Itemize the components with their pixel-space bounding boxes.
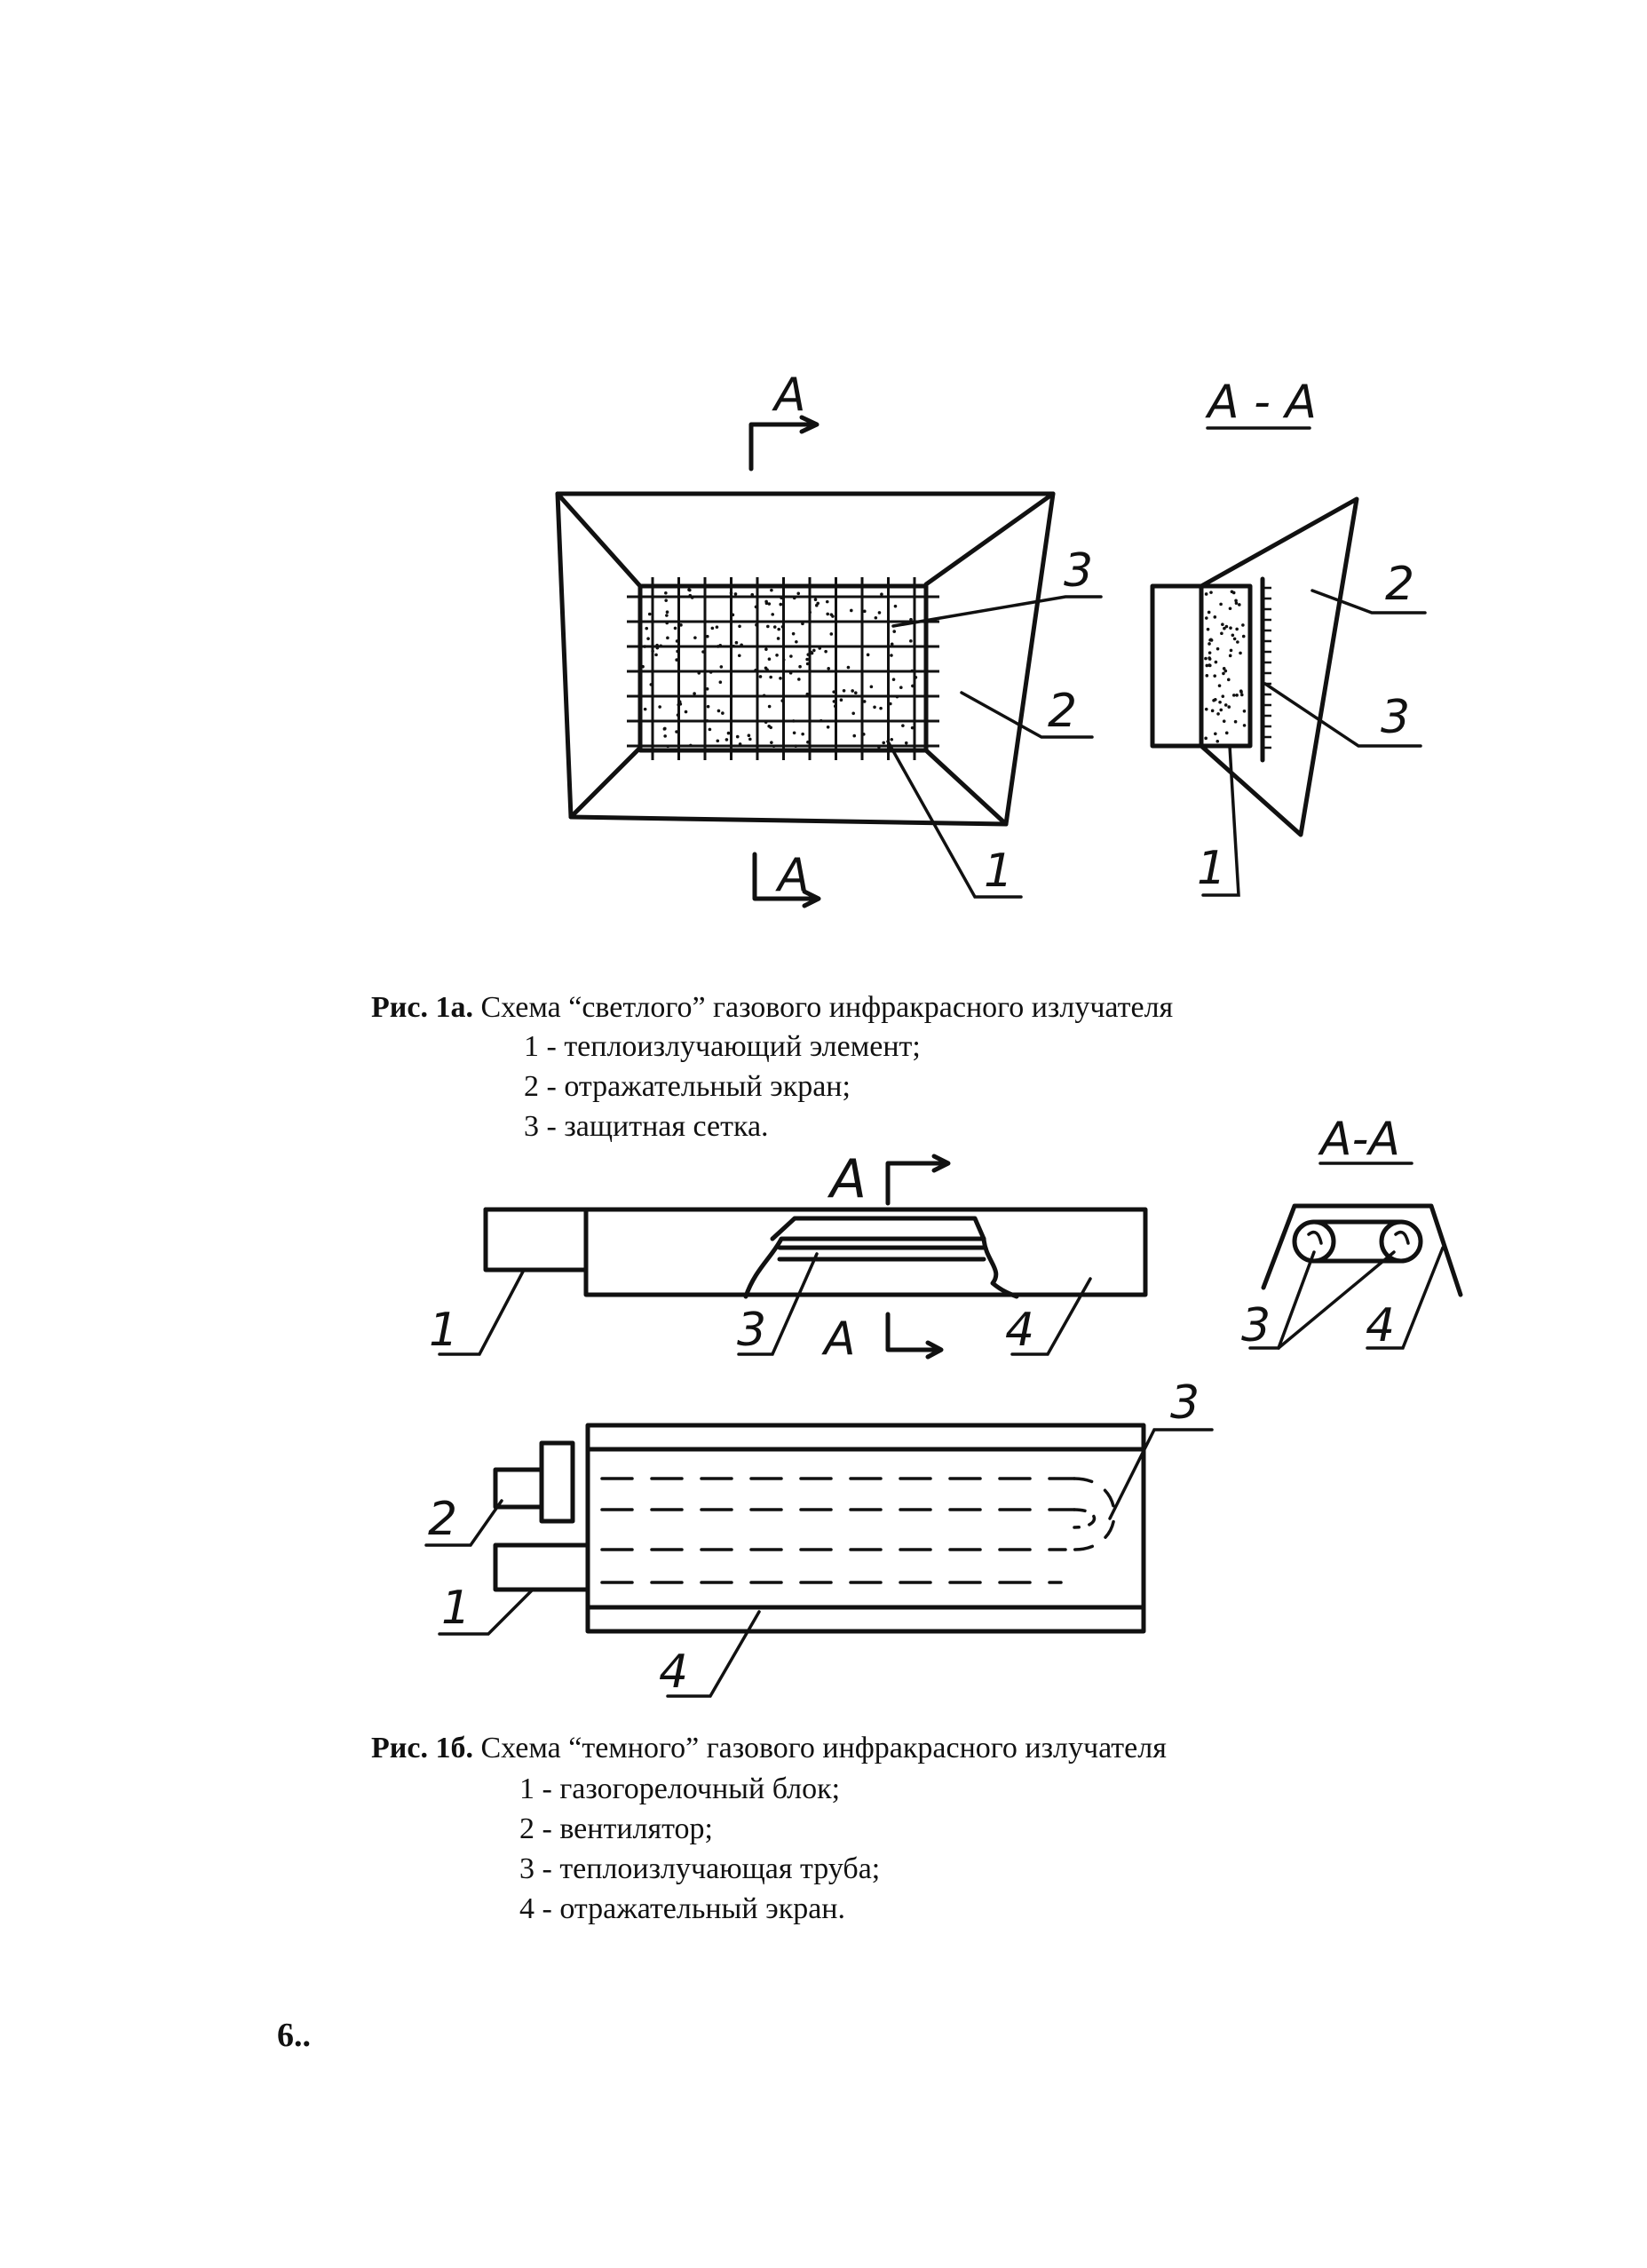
- section-arrow-bottom-b: [885, 1312, 942, 1352]
- leader-1-side: [438, 1268, 526, 1356]
- section-mark-top: А: [772, 369, 806, 422]
- section-arrow-top-a: А: [748, 369, 820, 472]
- fan-housing: [539, 1440, 575, 1524]
- figure-1b-legend-3: 3 - теплоизлучающая труба;: [519, 1852, 881, 1885]
- leader-4-side: [1010, 1277, 1092, 1356]
- leader-2-plan: [424, 1499, 503, 1547]
- leader-3a-section: [1248, 1250, 1316, 1350]
- figure-1b-legend-2: 2 - вентилятор;: [519, 1812, 713, 1845]
- side-view-b: [483, 1207, 1148, 1299]
- figure-1a-caption-text: Схема “светлого” газового инфракрасного …: [480, 991, 1174, 1024]
- leader-1-plan: [438, 1588, 534, 1636]
- callout-1-side: 1: [429, 1304, 458, 1357]
- figure-1a-legend-3: 3 - защитная сетка.: [524, 1110, 769, 1143]
- figure-1a-caption-label: Рис. 1а.: [371, 991, 473, 1024]
- leader-4-section: [1366, 1246, 1445, 1350]
- section-mark-bottom: А: [775, 849, 810, 902]
- callout-3-section: 3: [1381, 691, 1410, 744]
- leader-3-front: [891, 595, 1103, 628]
- fan-block: [493, 1467, 544, 1510]
- figure-1a-caption: Рис. 1а. Схема “светлого” газового инфра…: [371, 993, 1173, 1023]
- leader-3-section: [1263, 682, 1422, 748]
- figure-1a-legend-2: 2 - отражательный экран;: [524, 1070, 851, 1103]
- section-mark-top-b: А: [827, 1148, 867, 1210]
- callout-3-side: 3: [737, 1304, 766, 1357]
- leader-3-plan: [1108, 1428, 1214, 1520]
- leader-2-section: [1310, 589, 1427, 615]
- section-arrow-bottom-a: А: [752, 849, 821, 908]
- callout-2-front: 2: [1048, 685, 1077, 738]
- callout-3-section-b: 3: [1241, 1299, 1271, 1352]
- callout-3-plan: 3: [1170, 1376, 1200, 1430]
- section-view-b: [1261, 1203, 1463, 1297]
- emitter-grid: [627, 577, 939, 760]
- burner-block: [493, 1542, 590, 1592]
- leader-1-section: [1201, 744, 1240, 897]
- leader-4-plan: [666, 1610, 761, 1698]
- plan-view-b: [493, 1423, 1146, 1634]
- figure-1b-legend-4: 4 - отражательный экран.: [519, 1892, 845, 1925]
- figure-1b-legend-1: 1 - газогорелочный блок;: [519, 1772, 841, 1805]
- section-title-a: А - А: [1205, 376, 1317, 429]
- section-view-a: [1150, 496, 1359, 837]
- section-title-b: А-А: [1318, 1113, 1400, 1166]
- callout-2-section: 2: [1385, 558, 1414, 611]
- section-mark-bottom-b: А: [821, 1312, 856, 1366]
- reflector-screen-front: [555, 491, 1056, 827]
- leader-3b-section: [1277, 1250, 1396, 1350]
- callout-3-front: 3: [1064, 544, 1093, 598]
- figure-1a-drawing: А А 3 2 1 А - А 2 3 1: [555, 369, 1427, 908]
- figure-1b-caption-text: Схема “темного” газового инфракрасного и…: [480, 1732, 1167, 1764]
- figure-1b-caption: Рис. 1б. Схема “темного” газового инфрак…: [371, 1733, 1167, 1764]
- callout-4-side: 4: [1005, 1304, 1034, 1357]
- callout-1-front: 1: [984, 845, 1013, 898]
- callout-4-plan: 4: [659, 1645, 688, 1699]
- callout-1-section: 1: [1197, 842, 1226, 895]
- figure-1a-legend-1: 1 - теплоизлучающий элемент;: [524, 1030, 921, 1063]
- callout-2-plan: 2: [428, 1493, 457, 1546]
- callout-4-section-b: 4: [1366, 1299, 1395, 1352]
- leader-2-front: [960, 691, 1094, 739]
- figure-1b-caption-label: Рис. 1б.: [371, 1732, 473, 1764]
- callout-1-plan: 1: [441, 1582, 471, 1635]
- page-number: 6..: [277, 2017, 311, 2054]
- leader-3-side: [737, 1252, 819, 1356]
- section-arrow-top-b: [885, 1161, 948, 1206]
- leader-1-front: [886, 740, 1023, 899]
